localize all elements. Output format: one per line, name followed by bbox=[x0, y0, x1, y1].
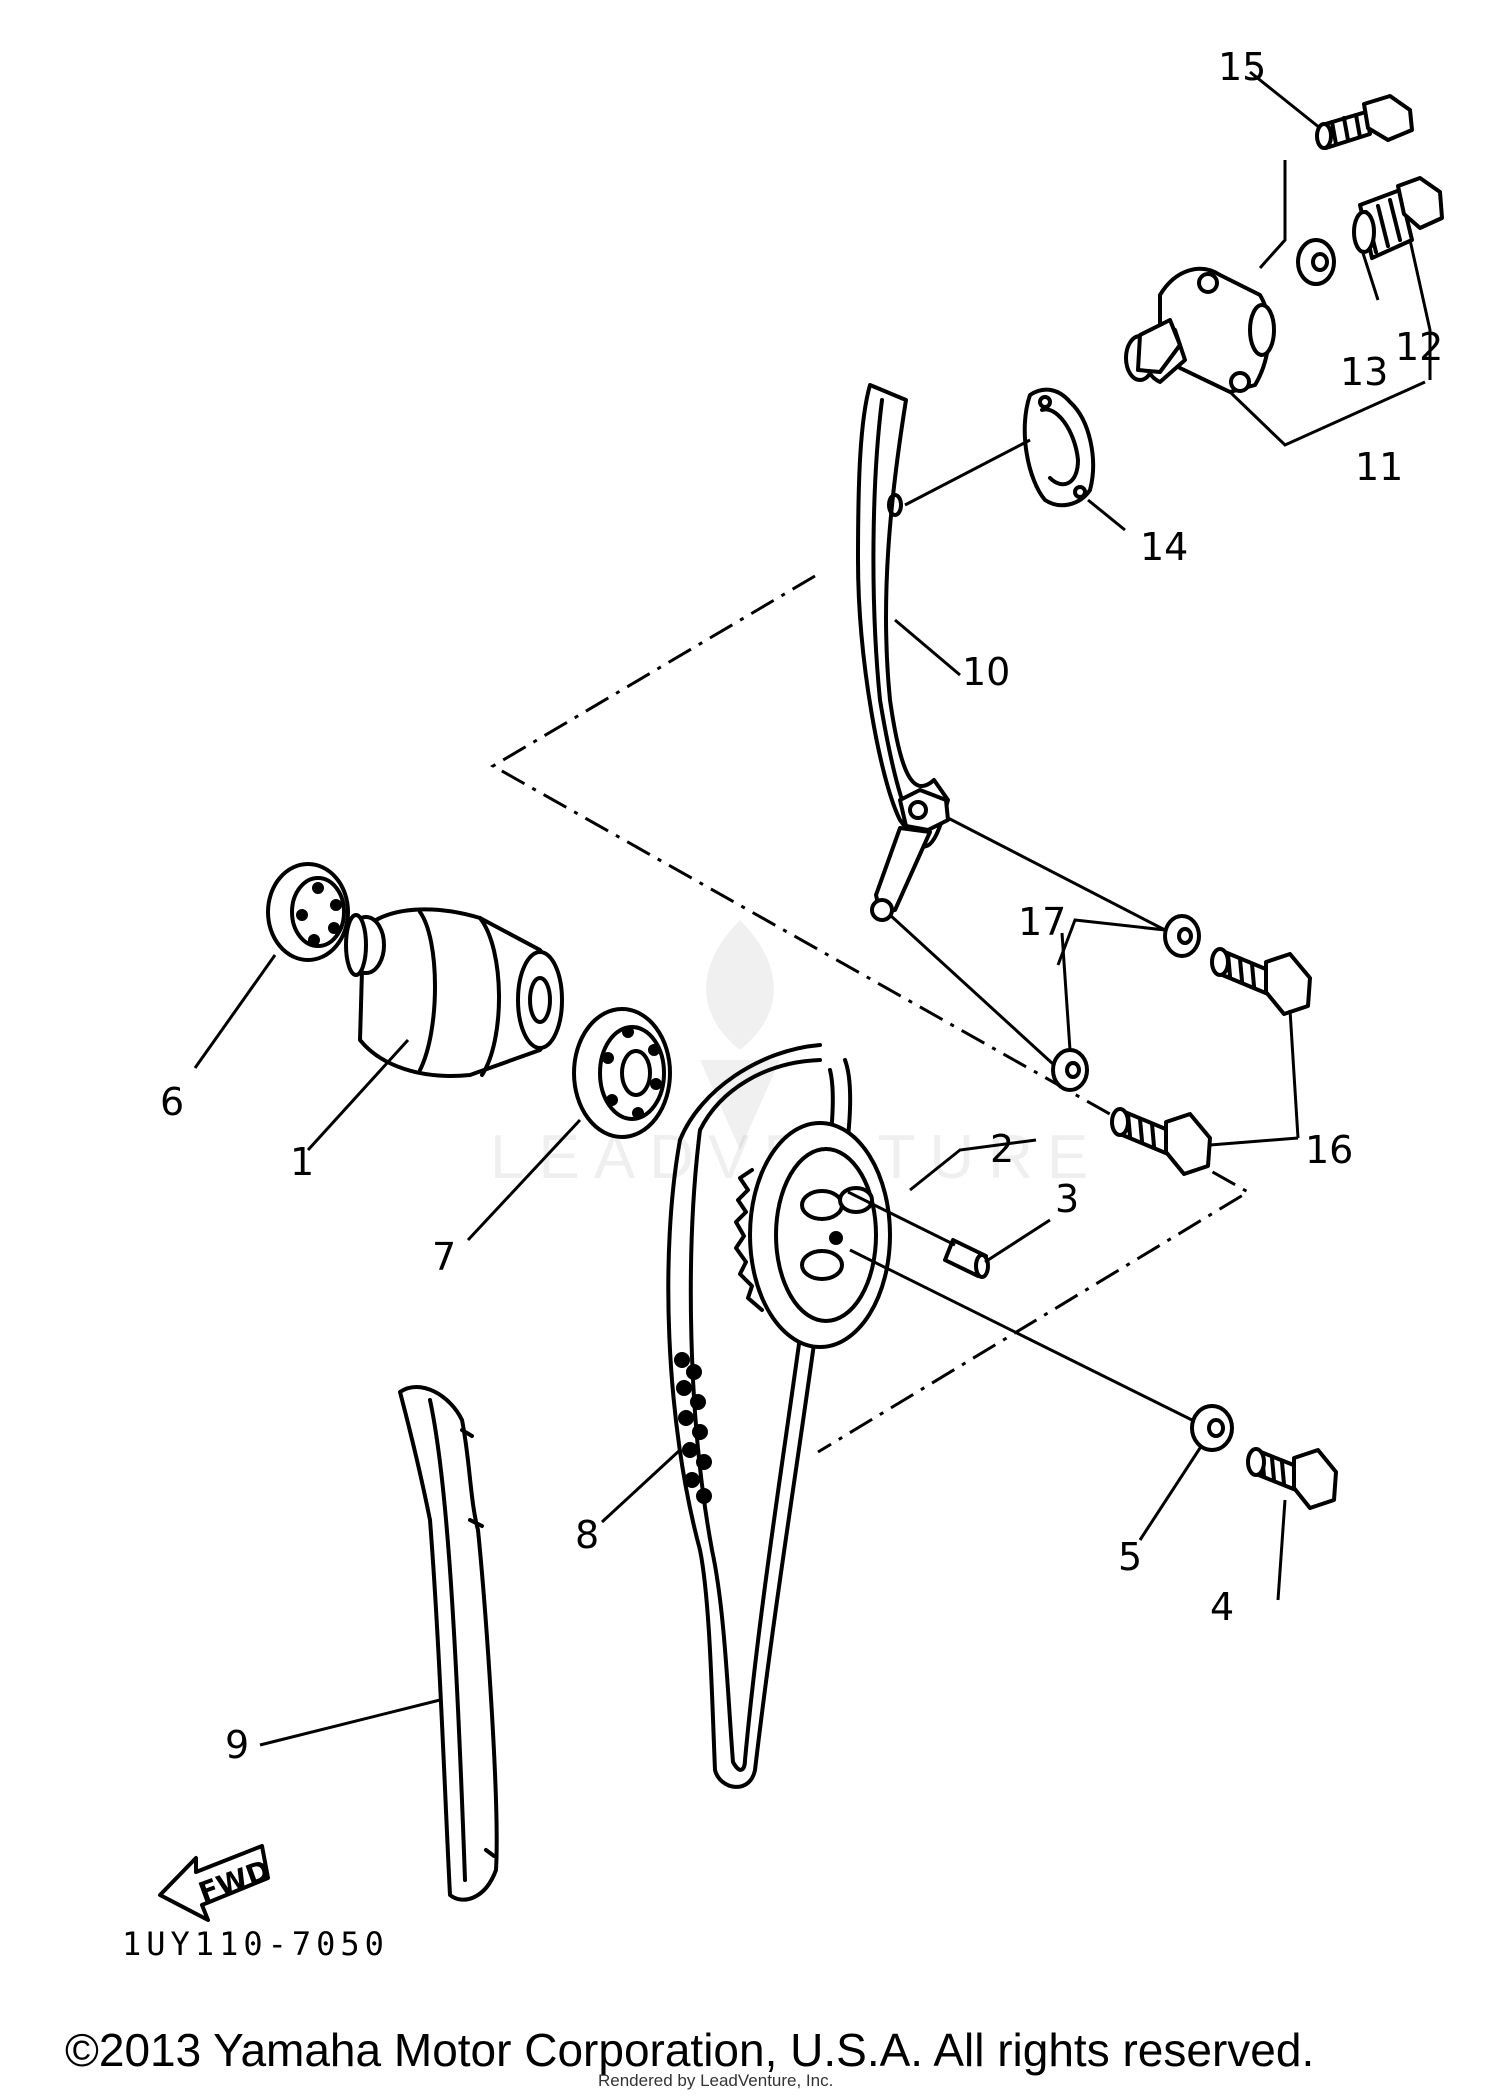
callout-5: 5 bbox=[1118, 1535, 1142, 1579]
bolt-sprocket bbox=[1246, 1447, 1338, 1510]
chain-guide-tensioner bbox=[856, 383, 950, 922]
callout-1: 1 bbox=[290, 1140, 314, 1184]
callout-7: 7 bbox=[432, 1235, 456, 1279]
camshaft bbox=[344, 907, 564, 1078]
cam-sprocket bbox=[734, 1121, 892, 1349]
callout-labels: 1 2 3 4 5 6 7 8 9 10 11 12 13 14 15 16 1… bbox=[160, 45, 1443, 1767]
washers-guide bbox=[888, 816, 1201, 1092]
callout-10: 10 bbox=[962, 650, 1010, 694]
callout-17: 17 bbox=[1018, 900, 1066, 944]
bolts-guide bbox=[1110, 947, 1312, 1176]
chain-tensioner bbox=[1124, 266, 1276, 394]
callout-15: 15 bbox=[1218, 45, 1266, 89]
leader-lines bbox=[193, 70, 1432, 1747]
callout-14: 14 bbox=[1140, 525, 1188, 569]
callout-9: 9 bbox=[225, 1723, 249, 1767]
callout-2: 2 bbox=[990, 1127, 1014, 1171]
render-note: Rendered by LeadVenture, Inc. bbox=[598, 2071, 833, 2090]
tensioner-bolt bbox=[1315, 94, 1414, 150]
tensioner-gasket bbox=[904, 387, 1095, 508]
watermark-flame-icon bbox=[700, 920, 780, 1150]
callout-16: 16 bbox=[1305, 1128, 1353, 1172]
callout-12: 12 bbox=[1395, 325, 1443, 369]
tensioner-washer bbox=[1296, 238, 1336, 286]
callout-3: 3 bbox=[1055, 1177, 1079, 1221]
fwd-arrow-icon: FWD bbox=[158, 1844, 274, 1922]
callout-11: 11 bbox=[1355, 445, 1403, 489]
callout-13: 13 bbox=[1340, 350, 1388, 394]
dowel-pin bbox=[847, 1190, 990, 1279]
bearing-right bbox=[572, 1007, 672, 1139]
copyright-text: ©2013 Yamaha Motor Corporation, U.S.A. A… bbox=[65, 2024, 1314, 2076]
washer-sprocket bbox=[849, 1248, 1234, 1452]
bearing-left bbox=[266, 862, 350, 962]
assembly-dashed-outline bbox=[489, 574, 1251, 1454]
callout-6: 6 bbox=[160, 1080, 184, 1124]
tensioner-cap-bolt bbox=[1352, 176, 1444, 260]
chain-guide-front bbox=[398, 1385, 499, 1902]
callout-8: 8 bbox=[575, 1513, 599, 1557]
drawing-code: 1UY110-7050 bbox=[122, 1925, 389, 1963]
callout-4: 4 bbox=[1210, 1585, 1234, 1629]
